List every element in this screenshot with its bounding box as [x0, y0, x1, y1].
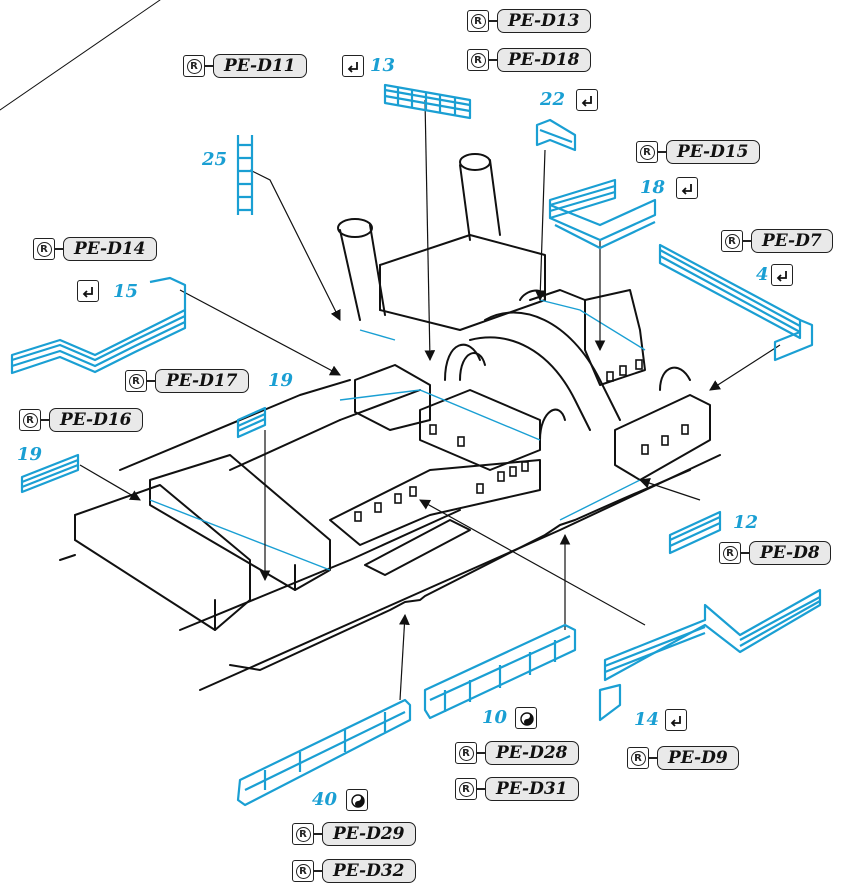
- quantity-label: 18: [640, 177, 666, 198]
- quantity-label: 14: [634, 709, 660, 730]
- quantity-label: 19: [17, 444, 43, 465]
- part-label: PE-D7: [751, 229, 833, 253]
- yin-yang-icon: [515, 707, 537, 729]
- connector: [205, 65, 213, 67]
- part-tag-pe-d14: R PE-D14: [33, 236, 157, 262]
- part-tag-pe-d18: R PE-D18: [467, 47, 591, 73]
- part-label: PE-D15: [666, 140, 760, 164]
- connector: [741, 552, 749, 554]
- connector: [489, 59, 497, 61]
- registered-icon: R: [455, 778, 477, 800]
- part-tag-pe-d16: R PE-D16: [19, 407, 143, 433]
- registered-icon: R: [719, 542, 741, 564]
- part-tag-pe-d7: R PE-D7: [721, 228, 833, 254]
- quantity-label: 22: [540, 89, 566, 110]
- part-label: PE-D31: [485, 777, 579, 801]
- connector: [743, 240, 751, 242]
- quantity-label: 25: [202, 149, 228, 170]
- yin-yang-icon: [346, 789, 368, 811]
- part-tag-pe-d28: R PE-D28: [455, 740, 579, 766]
- part-tag-pe-d9: R PE-D9: [627, 745, 739, 771]
- part-label: PE-D28: [485, 741, 579, 765]
- connector: [649, 757, 657, 759]
- connector: [41, 419, 49, 421]
- quantity-label: 4: [756, 264, 769, 285]
- registered-icon: R: [292, 860, 314, 882]
- part-tag-pe-d8: R PE-D8: [719, 540, 831, 566]
- registered-icon: R: [467, 10, 489, 32]
- bend-icon: [342, 55, 364, 77]
- bend-icon: [771, 264, 793, 286]
- part-label: PE-D8: [749, 541, 831, 565]
- connector: [477, 752, 485, 754]
- bend-icon: [665, 709, 687, 731]
- part-label: PE-D11: [213, 54, 307, 78]
- connector: [658, 151, 666, 153]
- registered-icon: R: [627, 747, 649, 769]
- part-tag-pe-d31: R PE-D31: [455, 776, 579, 802]
- registered-icon: R: [636, 141, 658, 163]
- bend-icon: [676, 177, 698, 199]
- quantity-label: 15: [113, 281, 139, 302]
- part-label: PE-D29: [322, 822, 416, 846]
- quantity-label: 12: [733, 512, 759, 533]
- part-label: PE-D18: [497, 48, 591, 72]
- part-tag-pe-d11: R PE-D11: [183, 53, 307, 79]
- part-label: PE-D9: [657, 746, 739, 770]
- connector: [477, 788, 485, 790]
- bend-icon: [77, 280, 99, 302]
- connector: [55, 248, 63, 250]
- part-tag-pe-d15: R PE-D15: [636, 139, 760, 165]
- part-tag-pe-d17: R PE-D17: [125, 368, 249, 394]
- registered-icon: R: [33, 238, 55, 260]
- part-label: PE-D17: [155, 369, 249, 393]
- part-tag-pe-d13: R PE-D13: [467, 8, 591, 34]
- registered-icon: R: [292, 823, 314, 845]
- registered-icon: R: [721, 230, 743, 252]
- quantity-label: 19: [268, 370, 294, 391]
- part-label: PE-D14: [63, 237, 157, 261]
- connector: [314, 870, 322, 872]
- connector: [489, 20, 497, 22]
- registered-icon: R: [455, 742, 477, 764]
- connector: [314, 833, 322, 835]
- part-tag-pe-d32: R PE-D32: [292, 858, 416, 884]
- connector: [147, 380, 155, 382]
- quantity-label: 13: [370, 55, 396, 76]
- part-label: PE-D32: [322, 859, 416, 883]
- registered-icon: R: [19, 409, 41, 431]
- quantity-label: 10: [482, 707, 508, 728]
- bend-icon: [576, 89, 598, 111]
- quantity-label: 40: [312, 789, 338, 810]
- part-label: PE-D16: [49, 408, 143, 432]
- part-tag-pe-d29: R PE-D29: [292, 821, 416, 847]
- registered-icon: R: [467, 49, 489, 71]
- part-label: PE-D13: [497, 9, 591, 33]
- registered-icon: R: [183, 55, 205, 77]
- registered-icon: R: [125, 370, 147, 392]
